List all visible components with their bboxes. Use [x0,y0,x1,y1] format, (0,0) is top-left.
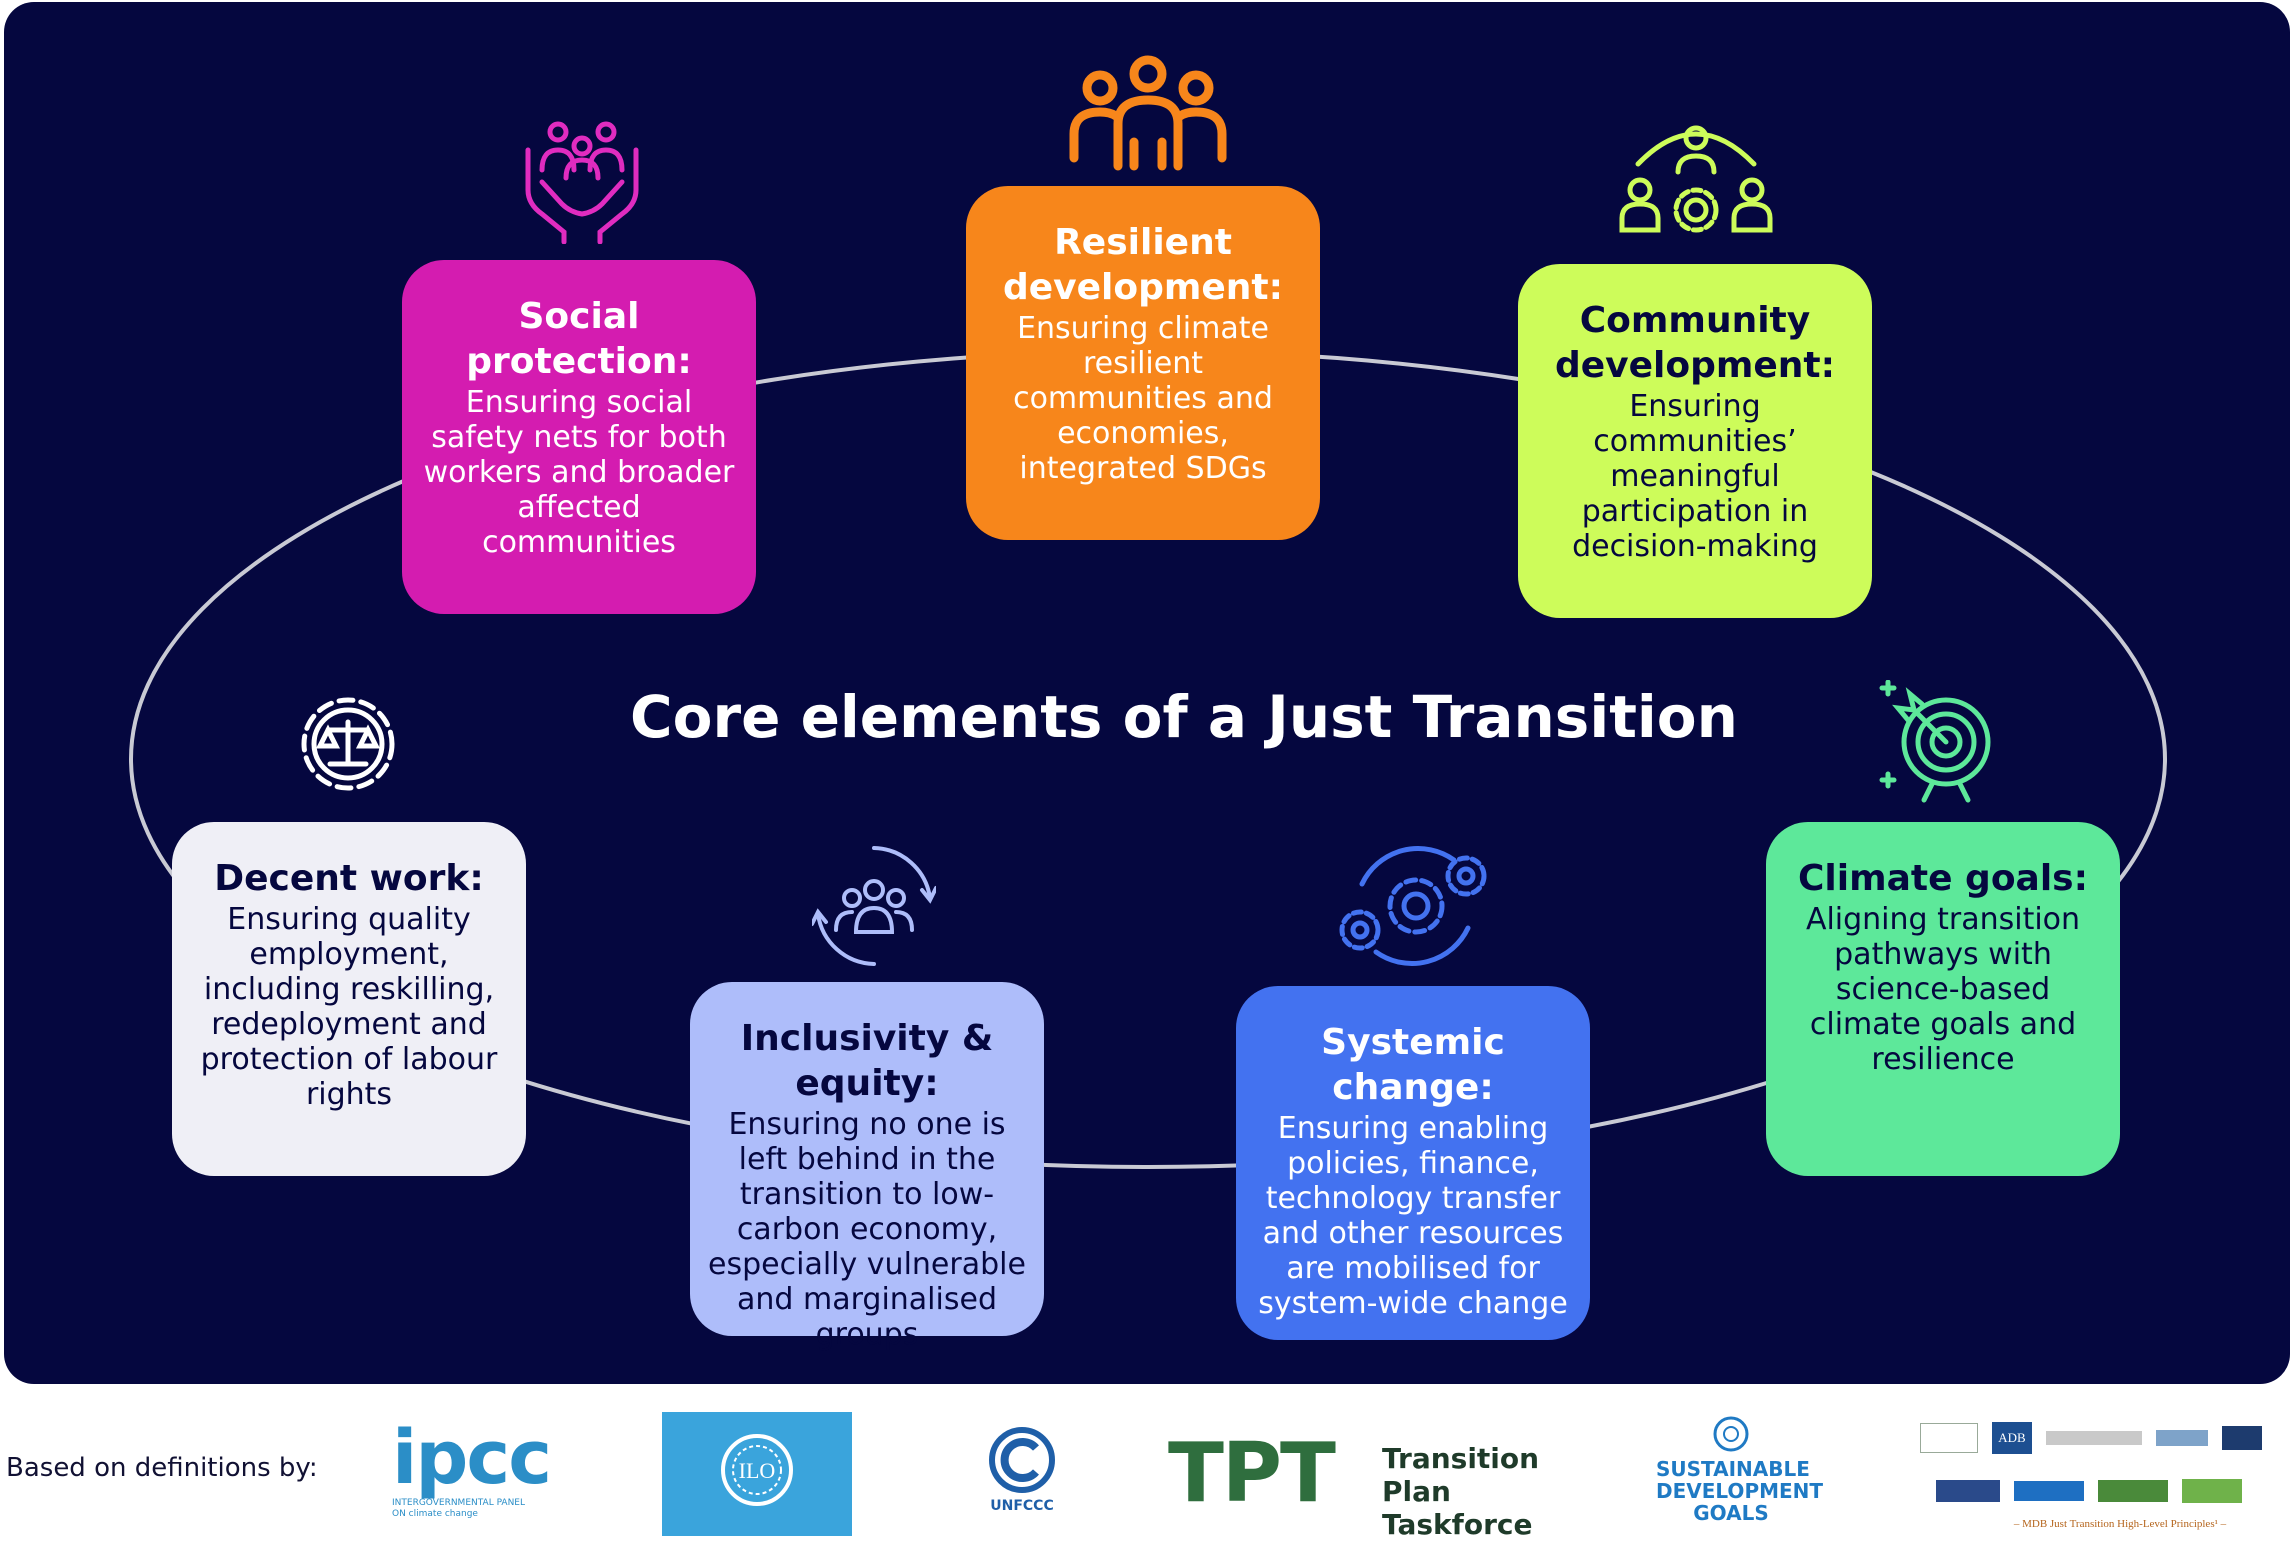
ipcc-logo-subtext: INTERGOVERNMENTAL PANEL ON climate chang… [392,1498,526,1519]
mdb-caption: – MDB Just Transition High-Level Princip… [2013,1518,2227,1530]
isdb-logo [2098,1480,2168,1502]
footer-label: Based on definitions by: [6,1453,318,1483]
aiib-logo [2046,1431,2142,1445]
tpt-text: TPT [1168,1426,1336,1521]
diagram-panel: Core elements of a Just Transition Socia… [4,2,2290,1384]
ilo-emblem-icon: ILO [721,1434,793,1506]
card-systemic-change: Systemic change: Ensuring enabling polic… [1236,986,1590,1340]
ilo-text: ILO [739,1458,776,1483]
ipcc-logo-text: ipcc [392,1415,552,1501]
card-description: Ensuring no one is left behind in the tr… [708,1107,1026,1352]
card-inclusivity-equity: Inclusivity & equity: Ensuring no one is… [690,982,1044,1352]
card-title: Community development: [1554,300,1836,386]
scales-gear-icon [301,697,395,791]
card-resilient-development: Resilient development: Ensuring climate … [966,186,1320,540]
mdb-logo-row-2 [1936,1474,2286,1508]
eib-logo [1936,1480,2000,1502]
card-title: Systemic change: [1321,1022,1505,1108]
card-description: Aligning transition pathways with scienc… [1805,902,2081,1077]
card-description: Ensuring communities’ meaningful partici… [1572,389,1818,564]
ndb-logo [2182,1479,2242,1503]
sdgs-logo: SUSTAINABLE DEVELOPMENT GOALS [1656,1414,1824,1534]
mdb-logos: ADB – MDB Just Transition High-Level Pri… [1920,1418,2288,1542]
sdgs-text: SUSTAINABLE DEVELOPMENT GOALS [1656,1457,1824,1525]
ipcc-logo: ipcc INTERGOVERNMENTAL PANEL ON climate … [392,1418,592,1528]
diagram-title: Core elements of a Just Transition [630,683,1738,751]
idb-logo [2014,1481,2084,1501]
card-title: Climate goals: [1797,858,2089,899]
un-emblem-icon [1713,1416,1749,1452]
ilo-logo: ILO [662,1412,852,1536]
card-description: Ensuring climate resilient communities a… [1013,311,1273,486]
card-title: Decent work: [214,858,484,899]
card-title: Social protection: [466,296,692,382]
card-title: Resilient development: [1002,222,1284,308]
card-community-development: Community development: Ensuring communit… [1518,264,1872,618]
circular-people-icon [812,846,936,966]
gears-cycle-icon [1339,846,1487,966]
afdb-logo [1920,1423,1978,1453]
card-description: Ensuring quality employment, including r… [200,902,498,1112]
mdb-logo-row: ADB [1920,1418,2288,1458]
card-description: Ensuring social safety nets for both wor… [423,385,735,560]
target-icon [1879,680,1991,803]
card-decent-work: Decent work: Ensuring quality employment… [172,822,526,1176]
unfccc-emblem-icon [989,1427,1055,1493]
tpt-subtext: Transition Plan Taskforce [1382,1442,1540,1541]
unfccc-logo: UNFCCC [972,1424,1072,1524]
tpt-logo: TPT Transition Plan Taskforce [1168,1426,1608,1542]
community-gear-icon [1619,125,1773,233]
card-title: Inclusivity & equity: [740,1018,994,1104]
adb-logo: ADB [1992,1422,2032,1454]
unfccc-text: UNFCCC [990,1498,1054,1514]
card-social-protection: Social protection: Ensuring social safet… [402,260,756,614]
ebrd-logo [2222,1426,2262,1450]
people-group-icon [1069,55,1227,171]
people-in-hands-icon [525,121,639,244]
card-description: Ensuring enabling policies, finance, tec… [1258,1111,1568,1321]
card-climate-goals: Climate goals: Aligning transition pathw… [1766,822,2120,1176]
ceb-logo [2156,1430,2208,1446]
